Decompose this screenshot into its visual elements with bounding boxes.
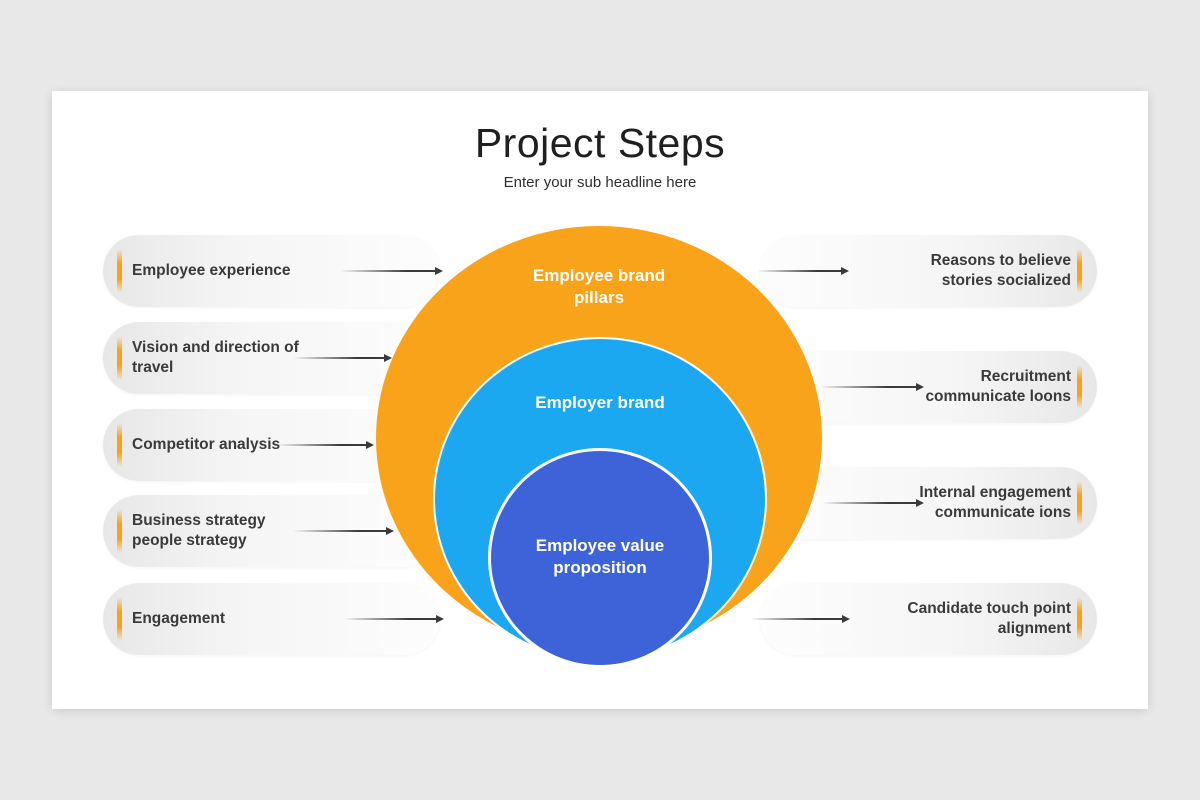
pill-label: Internal engagement communicate ions [919,484,1071,521]
pill-label: Competitor analysis [132,436,281,453]
page-title: Project Steps [474,120,726,166]
slide-canvas: Project Steps Enter your sub headline he… [52,91,1148,709]
arrow-right-icon [822,499,924,507]
accent-bar [117,597,122,641]
pill-label: Engagement [132,610,226,627]
arrow-right-icon [757,267,849,275]
pill-label: Vision and direction of travel [132,339,299,376]
circle-label-outer: Employee brand pillars [532,266,666,307]
arrow-right-icon [277,441,374,449]
accent-bar [1077,597,1082,641]
page-subtitle: Enter your sub headline here [503,174,697,191]
circle-employee-value-proposition [488,448,712,668]
arrow-right-icon [750,615,850,623]
arrow-right-icon [343,615,444,623]
arrow-right-icon [293,354,392,362]
circle-label-inner: Employee value proposition [535,536,665,577]
arrow-right-icon [820,383,924,391]
pill-label: Employee experience [132,262,291,279]
pill-label: Recruitment communicate loons [925,368,1071,405]
accent-bar [1077,249,1082,293]
pill-label: Business strategy people strategy [132,512,266,549]
arrow-right-icon [293,527,394,535]
arrow-right-icon [340,267,443,275]
accent-bar [117,249,122,293]
accent-bar [1077,481,1082,525]
pill-label: Candidate touch point alignment [907,600,1071,637]
label-pill-right-4: Candidate touch point alignment [760,583,1097,655]
slide-header: Project Steps Enter your sub headline he… [52,119,1148,191]
pill-label: Reasons to believe stories socialized [930,252,1071,289]
accent-bar [1077,365,1082,409]
circle-label-middle: Employer brand [535,393,665,412]
accent-bar [117,336,122,380]
accent-bar [117,423,122,467]
accent-bar [117,509,122,553]
